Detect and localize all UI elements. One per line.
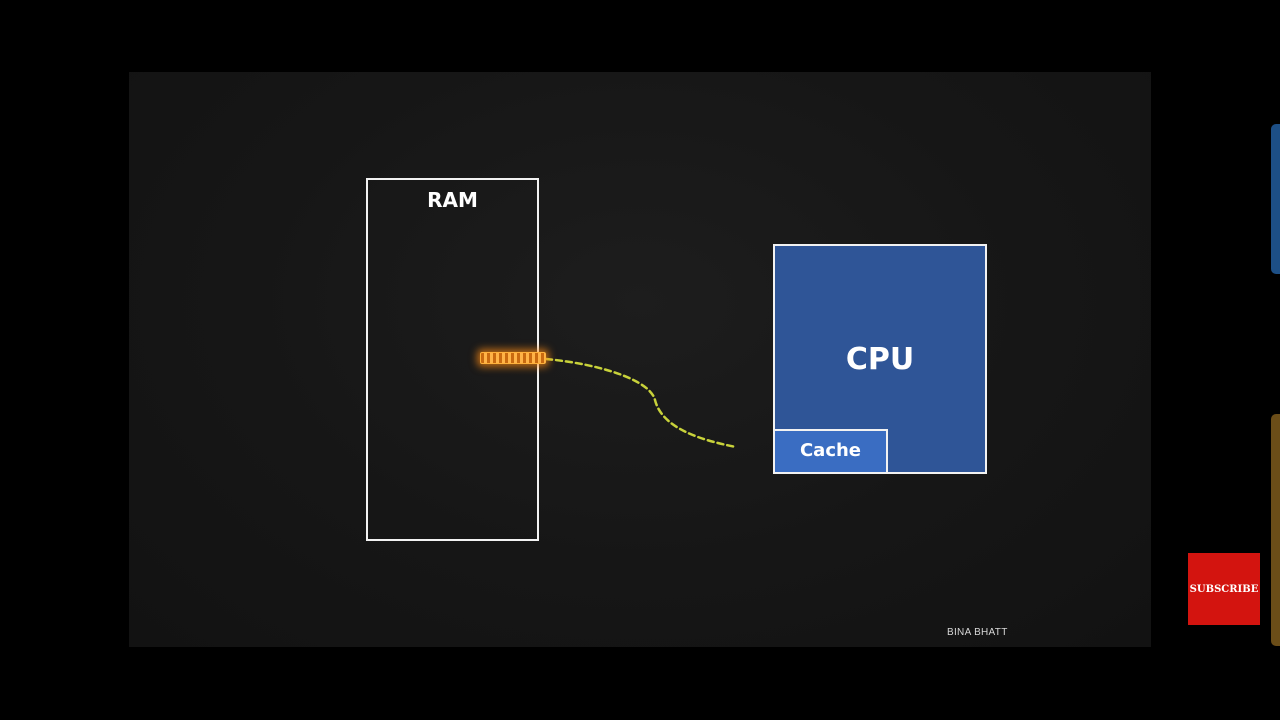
data-packet (480, 352, 546, 364)
ram-label: RAM (427, 188, 478, 212)
cpu-block: CPU Cache (773, 244, 987, 474)
subscribe-button[interactable]: SUBSCRIBE (1188, 553, 1260, 625)
cpu-label: CPU (845, 342, 915, 377)
cache-label: Cache (799, 440, 862, 461)
creator-watermark: BINA BHATT (947, 627, 1008, 638)
video-frame (129, 72, 1151, 647)
cache-block: Cache (775, 429, 888, 472)
edge-panel-handle-bottom[interactable] (1271, 414, 1280, 646)
edge-panel-handle-top[interactable] (1271, 124, 1280, 274)
